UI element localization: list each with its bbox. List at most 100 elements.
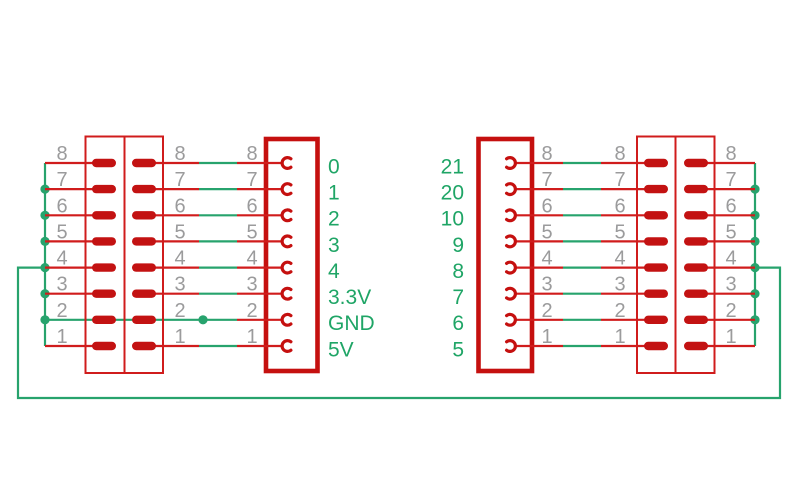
header-body bbox=[674, 135, 716, 374]
header-body bbox=[84, 135, 126, 374]
pin-number: 3 bbox=[246, 274, 257, 296]
pin-number: 1 bbox=[174, 326, 185, 348]
pin-number: 5 bbox=[541, 221, 552, 243]
pin-pad bbox=[132, 184, 156, 194]
pin-number: 2 bbox=[614, 300, 625, 322]
pin-pad bbox=[132, 211, 156, 220]
net-label[interactable]: 9 bbox=[452, 234, 464, 257]
pin-number: 7 bbox=[174, 169, 185, 191]
net-label[interactable]: 4 bbox=[328, 260, 340, 283]
pin-number: 3 bbox=[614, 274, 625, 296]
pin-number: 8 bbox=[725, 143, 736, 165]
pin-pad bbox=[684, 315, 708, 324]
connector-pin-socket-icon bbox=[280, 339, 293, 353]
pin-number: 6 bbox=[541, 195, 552, 217]
net-label[interactable]: 10 bbox=[441, 208, 464, 231]
connector-pin-socket-icon bbox=[280, 182, 293, 197]
net-label[interactable]: 21 bbox=[441, 155, 464, 178]
connector-body bbox=[263, 136, 320, 374]
bottom-loop-wire[interactable] bbox=[16, 266, 782, 400]
pin-number: 1 bbox=[246, 326, 257, 348]
pin-pad bbox=[92, 184, 116, 194]
pin-number: 3 bbox=[541, 274, 552, 296]
pin-number: 4 bbox=[725, 248, 736, 270]
connector-pin-socket-icon bbox=[505, 260, 517, 275]
pin-number: 1 bbox=[56, 326, 67, 348]
junction-dots bbox=[40, 184, 760, 325]
pin-number: 5 bbox=[56, 221, 67, 243]
connector-pin-socket-icon bbox=[280, 260, 293, 275]
pin-number: 1 bbox=[725, 326, 736, 348]
pin-number: 8 bbox=[56, 143, 67, 165]
pin-number: 5 bbox=[246, 221, 257, 243]
net-wires[interactable] bbox=[16, 161, 782, 400]
pin-number: 6 bbox=[725, 195, 736, 217]
pin-pad bbox=[92, 315, 116, 324]
connector-pin-socket-icon bbox=[505, 286, 517, 301]
pin-pad bbox=[132, 289, 156, 298]
pin-pad bbox=[92, 341, 116, 351]
header-body bbox=[123, 135, 164, 374]
pin-number: 3 bbox=[56, 274, 67, 296]
pin-pad bbox=[132, 158, 156, 168]
pin-pad bbox=[644, 341, 668, 351]
pin-number: 5 bbox=[174, 221, 185, 243]
pin-pad bbox=[132, 315, 156, 324]
net-label[interactable]: 2 bbox=[328, 208, 340, 231]
connector-pin-socket-icon bbox=[505, 312, 517, 327]
pin-number: 4 bbox=[541, 248, 552, 270]
pin-number: 7 bbox=[56, 169, 67, 191]
pin-number: 8 bbox=[246, 143, 257, 165]
net-label[interactable]: 5 bbox=[452, 338, 464, 361]
pin-pad bbox=[92, 237, 116, 246]
pin-number: 6 bbox=[246, 195, 257, 217]
pin-number: 7 bbox=[541, 169, 552, 191]
pin-number: 7 bbox=[725, 169, 736, 191]
pin-number: 2 bbox=[725, 300, 736, 322]
pin-pad bbox=[684, 289, 708, 298]
pin-number: 4 bbox=[246, 248, 257, 270]
connector-pin-socket-icon bbox=[280, 312, 293, 327]
connector-pin-socket-icon bbox=[505, 234, 517, 249]
junction-dot bbox=[40, 315, 50, 325]
net-label[interactable]: 8 bbox=[452, 260, 464, 283]
pin-pad bbox=[644, 315, 668, 324]
pin-number: 2 bbox=[56, 300, 67, 322]
pin-number: 2 bbox=[541, 300, 552, 322]
net-label[interactable]: 6 bbox=[452, 312, 464, 335]
net-label[interactable]: 3 bbox=[328, 234, 340, 257]
net-label[interactable]: 0 bbox=[328, 155, 340, 178]
net-label[interactable]: 20 bbox=[441, 182, 464, 205]
pin-pad bbox=[92, 289, 116, 298]
pin-number: 5 bbox=[725, 221, 736, 243]
net-label[interactable]: 5V bbox=[328, 338, 354, 361]
net-label[interactable]: 1 bbox=[328, 182, 340, 205]
pin-pad bbox=[92, 211, 116, 220]
connector-pin-socket-icon bbox=[280, 234, 293, 249]
pin-number: 5 bbox=[614, 221, 625, 243]
pin-number: 8 bbox=[541, 143, 552, 165]
net-label[interactable]: 3.3V bbox=[328, 286, 371, 309]
pin-pad bbox=[684, 158, 708, 168]
pin-number: 4 bbox=[56, 248, 67, 270]
pin-pad bbox=[132, 341, 156, 351]
pin-pad bbox=[644, 237, 668, 246]
pin-pad bbox=[684, 184, 708, 194]
net-label[interactable]: GND bbox=[328, 312, 375, 335]
connector-body bbox=[476, 136, 535, 374]
pin-pad bbox=[684, 263, 708, 272]
pin-number: 7 bbox=[246, 169, 257, 191]
net-label[interactable]: 7 bbox=[452, 286, 464, 309]
pin-number: 4 bbox=[174, 248, 185, 270]
pin-pad bbox=[684, 237, 708, 246]
pin-pad bbox=[644, 158, 668, 168]
pin-pad bbox=[644, 263, 668, 272]
